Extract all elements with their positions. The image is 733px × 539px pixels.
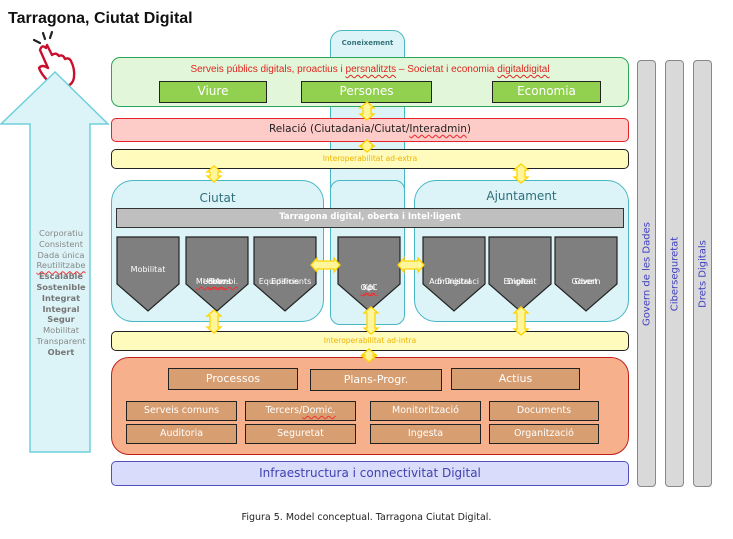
principle-item: Integral bbox=[42, 303, 80, 314]
drets-digitals-bar: Drets Digitals bbox=[693, 60, 712, 487]
chevron-label-part: Govern bbox=[571, 277, 601, 286]
vertical-label: Ciberseguretat bbox=[669, 236, 680, 311]
organitzacio-box[interactable]: Organització bbox=[489, 424, 599, 444]
chevron-label-part: Serv bbox=[207, 277, 227, 286]
actius-box[interactable]: Actius bbox=[451, 368, 580, 390]
chevron-label-part: Administraci bbox=[429, 277, 479, 286]
serveis-text-1: Serveis públics digitals, proactius i bbox=[190, 64, 346, 75]
serveis-text-2: persnalitzts bbox=[345, 64, 397, 75]
interop-extra-bar: Interoperabilitat ad-extra bbox=[111, 149, 629, 169]
plans-progr-box[interactable]: Plans-Progr. bbox=[310, 369, 442, 391]
relacio-bar: Relació (Ciutadania/Ciutat/Interadmin) bbox=[111, 118, 629, 142]
principle-item: Dada única bbox=[37, 249, 85, 260]
auditoria-box[interactable]: Auditoria bbox=[126, 424, 237, 444]
hand-pointer-icon bbox=[32, 30, 76, 89]
chevron-shape-icon bbox=[554, 236, 618, 312]
viure-box[interactable]: Viure bbox=[159, 81, 267, 103]
ciutat-label: Ciutat bbox=[199, 191, 236, 205]
ingesta-box[interactable]: Ingesta bbox=[370, 424, 481, 444]
principle-item: Corporatiu bbox=[39, 228, 83, 238]
chevron-mobilitat[interactable]: Mobilitat bbox=[116, 236, 180, 312]
documents-box[interactable]: Documents bbox=[489, 401, 599, 421]
seguretat-box[interactable]: Seguretat bbox=[245, 424, 356, 444]
chevron-label-part: MediAmbi. bbox=[195, 277, 239, 286]
chevron-label-part: Equipaments bbox=[258, 277, 312, 286]
vertical-label: Govern de les Dades bbox=[641, 221, 652, 326]
principle-item: Obert bbox=[47, 346, 75, 357]
chevron-shape-icon bbox=[337, 236, 401, 312]
chevron-label-part: Obert bbox=[574, 277, 598, 286]
chevron-label: Mobilitat bbox=[130, 265, 166, 274]
chevron-label-part: Kpi bbox=[362, 283, 376, 292]
chevron-label-part: ó Digital bbox=[437, 277, 471, 286]
ciberseguretat-bar: Ciberseguretat bbox=[665, 60, 684, 487]
principle-item: Reutilitzabe bbox=[36, 260, 86, 271]
diagram-title: Tarragona, Ciutat Digital bbox=[8, 10, 193, 27]
vertical-label: Drets Digitals bbox=[697, 239, 708, 308]
principle-item: Escalable bbox=[39, 271, 83, 282]
serveis-comuns-box[interactable]: Serveis comuns bbox=[126, 401, 237, 421]
tercers-domic-box[interactable]: Tercers/Domic. bbox=[245, 401, 356, 421]
govern-dades-bar: Govern de les Dades bbox=[637, 60, 656, 487]
chevron-label-part: Digital bbox=[507, 277, 533, 286]
box-label-part: Tercers/ bbox=[265, 405, 303, 416]
principle-item: Mobilitat bbox=[42, 325, 79, 336]
tarragona-digital-bar: Tarragona digital, oberta i Intel·ligent bbox=[116, 208, 624, 228]
serveis-heading: Serveis públics digitals, proactius i pe… bbox=[111, 64, 629, 75]
principle-item: Segur bbox=[47, 314, 75, 325]
infraestructura-bar: Infraestructura i connectivitat Digital bbox=[111, 461, 629, 486]
relacio-text-2: Interadmin bbox=[409, 123, 467, 135]
box-label-part: Domic. bbox=[302, 405, 336, 416]
relacio-text-3: ) bbox=[466, 123, 472, 135]
principle-item: Consistent bbox=[39, 238, 83, 249]
coneixement-label: Coneixement bbox=[341, 39, 394, 47]
monitoritzacio-box[interactable]: Monitorització bbox=[370, 401, 481, 421]
chevron-label-part: Empleat bbox=[503, 277, 537, 286]
relacio-text-1: Relació (Ciutadania/Ciutat/ bbox=[268, 123, 410, 135]
economia-box[interactable]: Economia bbox=[492, 81, 601, 103]
figure-caption: Figura 5. Model conceptual. Tarragona Ci… bbox=[241, 512, 492, 523]
chevron-label-part: Edificis bbox=[270, 277, 300, 286]
serveis-text-3: – Societat i economia bbox=[396, 64, 498, 75]
principle-item: Sostenible bbox=[36, 281, 86, 292]
processos-box[interactable]: Processos bbox=[168, 368, 298, 390]
principle-item: Integrat bbox=[41, 292, 81, 303]
chevron-shape-icon bbox=[253, 236, 317, 312]
chevron-shape-icon bbox=[185, 236, 249, 312]
ajuntament-label: Ajuntament bbox=[486, 189, 557, 203]
chevron-shape-icon bbox=[116, 236, 180, 312]
principle-item: Transparent bbox=[36, 335, 86, 346]
chevron-shape-icon bbox=[488, 236, 552, 312]
chevron-shape-icon bbox=[422, 236, 486, 312]
persones-box[interactable]: Persones bbox=[301, 81, 432, 103]
chevron-label-part: / bbox=[367, 283, 371, 292]
chevron-label-part: OdC bbox=[360, 283, 378, 292]
up-arrow-icon bbox=[0, 70, 110, 453]
interop-intra-bar: Interoperabilitat ad-intra bbox=[111, 331, 629, 351]
chevron-label-part: Urbans bbox=[202, 277, 232, 286]
serveis-text-4: digitaldigital bbox=[497, 64, 550, 75]
chevron-kpi-odc[interactable]: Kpi/OdC bbox=[337, 236, 401, 312]
